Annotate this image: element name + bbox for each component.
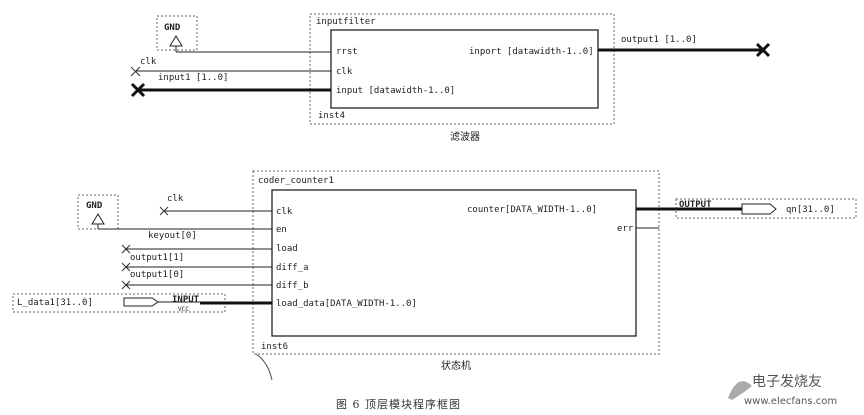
port-rrst: rrst xyxy=(336,47,358,57)
signal-keyout: keyout[0] xyxy=(148,231,197,241)
port-inport: inport [datawidth-1..0] xyxy=(469,47,594,57)
gnd-triangle-top xyxy=(169,35,183,47)
figure-caption: 图 6 顶层模块程序框图 xyxy=(336,397,461,411)
inputfilter-body xyxy=(330,29,599,109)
input-pin-shape xyxy=(123,297,159,307)
port-diff-b: diff_b xyxy=(276,281,309,291)
port-clk-counter: clk xyxy=(276,207,293,217)
port-clk: clk xyxy=(336,67,353,77)
port-en: en xyxy=(276,225,287,235)
signal-input1: input1 [1..0] xyxy=(158,73,228,83)
port-err: err xyxy=(617,224,634,234)
gnd-frame-top xyxy=(156,15,198,51)
watermark-logo-icon xyxy=(728,381,752,400)
output-pin-name: qn[31..0] xyxy=(786,205,835,215)
port-load: load xyxy=(276,244,298,254)
inputfilter-module: inputfilter rrst clk input [datawidth-1.… xyxy=(130,13,771,143)
signal-output1-0: output1[0] xyxy=(130,270,184,280)
input-pin-sub: VCC xyxy=(178,306,189,313)
counter-caption: 状态机 xyxy=(441,359,471,372)
gnd-label-top: GND xyxy=(164,23,181,33)
watermark-name: 电子发烧友 xyxy=(752,374,822,390)
input-pin-name: L_data1[31..0] xyxy=(17,298,93,308)
inputfilter-frame xyxy=(309,13,615,125)
counter-instance: inst6 xyxy=(261,342,288,352)
signal-output1: output1 [1..0] xyxy=(621,35,697,45)
signal-clk-bottom: clk xyxy=(167,194,184,204)
gnd-triangle-bottom xyxy=(91,213,105,225)
counter-body xyxy=(271,189,637,337)
output-pin-shape xyxy=(741,203,777,215)
counter-frame xyxy=(252,170,660,355)
watermark-url: www.elecfans.com xyxy=(744,396,837,407)
inputfilter-title: inputfilter xyxy=(316,17,376,27)
port-load-data: load_data[DATA_WIDTH-1..0] xyxy=(276,299,417,309)
signal-output1-1: output1[1] xyxy=(130,253,184,263)
watermark: 电子发烧友 www.elecfans.com xyxy=(728,374,837,407)
input-pin-label: INPUT xyxy=(172,295,200,305)
inputfilter-instance: inst4 xyxy=(318,111,345,121)
coder-counter-module: coder_counter1 clk en load diff_a diff_b… xyxy=(12,170,857,381)
signal-clk-top: clk xyxy=(140,57,157,67)
output-pin-label: OUTPUT xyxy=(679,200,712,210)
port-diff-a: diff_a xyxy=(276,263,309,273)
gnd-label-bottom: GND xyxy=(86,201,103,211)
inputfilter-caption: 滤波器 xyxy=(450,130,480,143)
port-counter-out: counter[DATA_WIDTH-1..0] xyxy=(467,205,597,215)
counter-title: coder_counter1 xyxy=(258,176,334,186)
port-input: input [datawidth-1..0] xyxy=(336,86,455,96)
